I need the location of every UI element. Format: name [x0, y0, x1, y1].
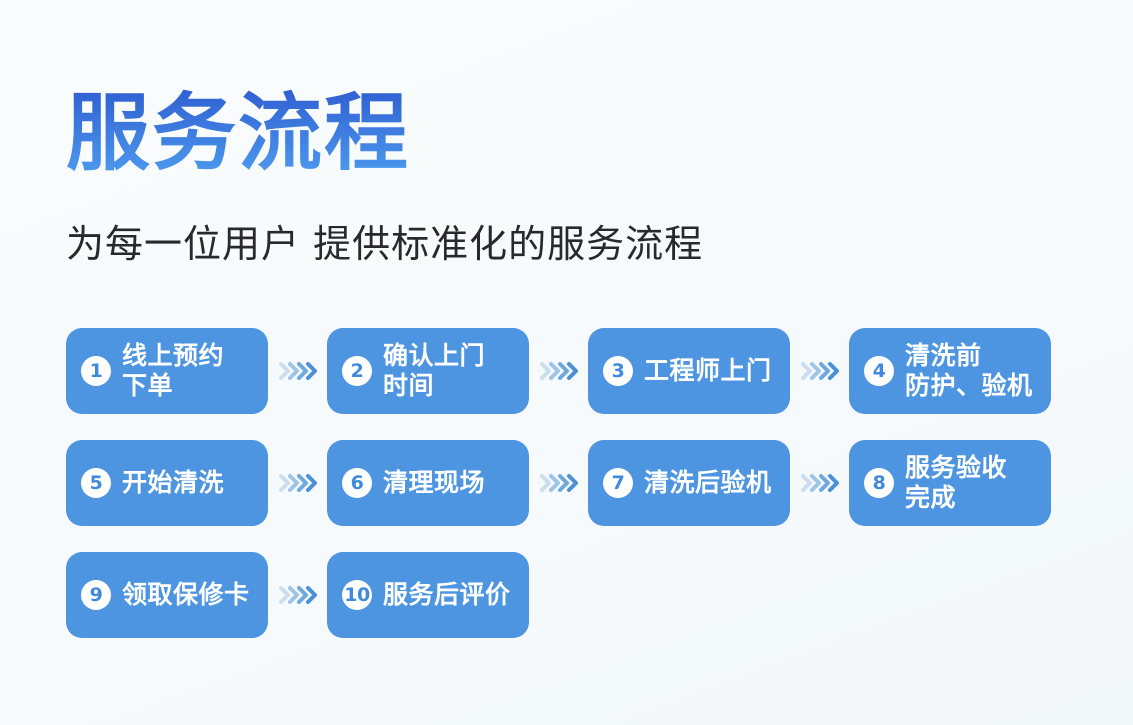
step-box-3: 3 工程师上门 [588, 327, 790, 414]
flow-arrow-icon [268, 585, 327, 604]
process-flow: 1 线上预约下单 2 确认上门时间 3 工程师上门 4 清洗前防护、验机 5 开始清洗 6 清理现场 7… [66, 327, 1133, 638]
step-label-line: 清洗后验机 [644, 467, 772, 497]
step-number-badge: 9 [81, 579, 111, 610]
step-label-line: 开始清洗 [122, 467, 225, 497]
step-number-badge: 3 [603, 355, 633, 386]
step-number-badge: 1 [81, 355, 111, 386]
step-label: 清洗后验机 [644, 468, 772, 498]
flow-row-1: 1 线上预约下单 2 确认上门时间 3 工程师上门 4 清洗前防护、验机 [66, 327, 1133, 414]
step-label: 服务后评价 [383, 580, 511, 610]
step-number-badge: 2 [342, 355, 372, 386]
step-label-line: 服务验收 [905, 452, 1008, 482]
step-number-badge: 8 [864, 467, 894, 498]
step-number-badge: 10 [342, 579, 372, 610]
step-label-line: 领取保修卡 [122, 579, 250, 609]
step-number-badge: 7 [603, 467, 633, 498]
step-number-badge: 6 [342, 467, 372, 498]
step-label-line: 清理现场 [383, 467, 486, 497]
step-box-4: 4 清洗前防护、验机 [849, 327, 1051, 414]
step-label-line: 服务后评价 [383, 579, 511, 609]
step-label-line: 时间 [383, 370, 435, 400]
step-label: 工程师上门 [644, 356, 772, 386]
flow-row-2: 5 开始清洗 6 清理现场 7 清洗后验机 8 服务验收完成 [66, 439, 1133, 526]
step-label-line: 完成 [905, 482, 957, 512]
step-label-line: 防护、验机 [905, 370, 1033, 400]
flow-arrow-icon [529, 361, 588, 380]
step-label: 服务验收完成 [905, 453, 1007, 513]
step-label: 确认上门时间 [383, 341, 485, 401]
flow-arrow-icon [529, 473, 588, 492]
step-label: 开始清洗 [122, 468, 224, 498]
step-box-1: 1 线上预约下单 [66, 327, 268, 414]
flow-arrow-icon [268, 361, 327, 380]
flow-arrow-icon [790, 473, 849, 492]
flow-row-3: 9 领取保修卡 10 服务后评价 [66, 551, 1133, 638]
step-box-2: 2 确认上门时间 [327, 327, 529, 414]
step-box-7: 7 清洗后验机 [588, 439, 790, 526]
flow-arrow-icon [268, 473, 327, 492]
step-label: 清理现场 [383, 468, 485, 498]
step-label: 线上预约下单 [122, 341, 224, 401]
step-box-10: 10 服务后评价 [327, 551, 529, 638]
step-number-badge: 4 [864, 355, 894, 386]
service-process-section: 服务流程 为每一位用户 提供标准化的服务流程 1 线上预约下单 2 确认上门时间 3 工程… [66, 84, 1133, 638]
step-label-line: 确认上门 [383, 340, 486, 370]
page-title: 服务流程 [66, 84, 411, 182]
step-label: 领取保修卡 [122, 580, 250, 610]
step-label-line: 线上预约 [122, 340, 225, 370]
step-label-line: 清洗前 [905, 340, 982, 370]
page-subtitle: 为每一位用户 提供标准化的服务流程 [66, 221, 704, 266]
step-box-6: 6 清理现场 [327, 439, 529, 526]
step-label-line: 下单 [122, 370, 174, 400]
step-box-8: 8 服务验收完成 [849, 439, 1051, 526]
step-number-badge: 5 [81, 467, 111, 498]
step-label: 清洗前防护、验机 [905, 341, 1033, 401]
step-box-9: 9 领取保修卡 [66, 551, 268, 638]
step-box-5: 5 开始清洗 [66, 439, 268, 526]
step-label-line: 工程师上门 [644, 355, 772, 385]
flow-arrow-icon [790, 361, 849, 380]
